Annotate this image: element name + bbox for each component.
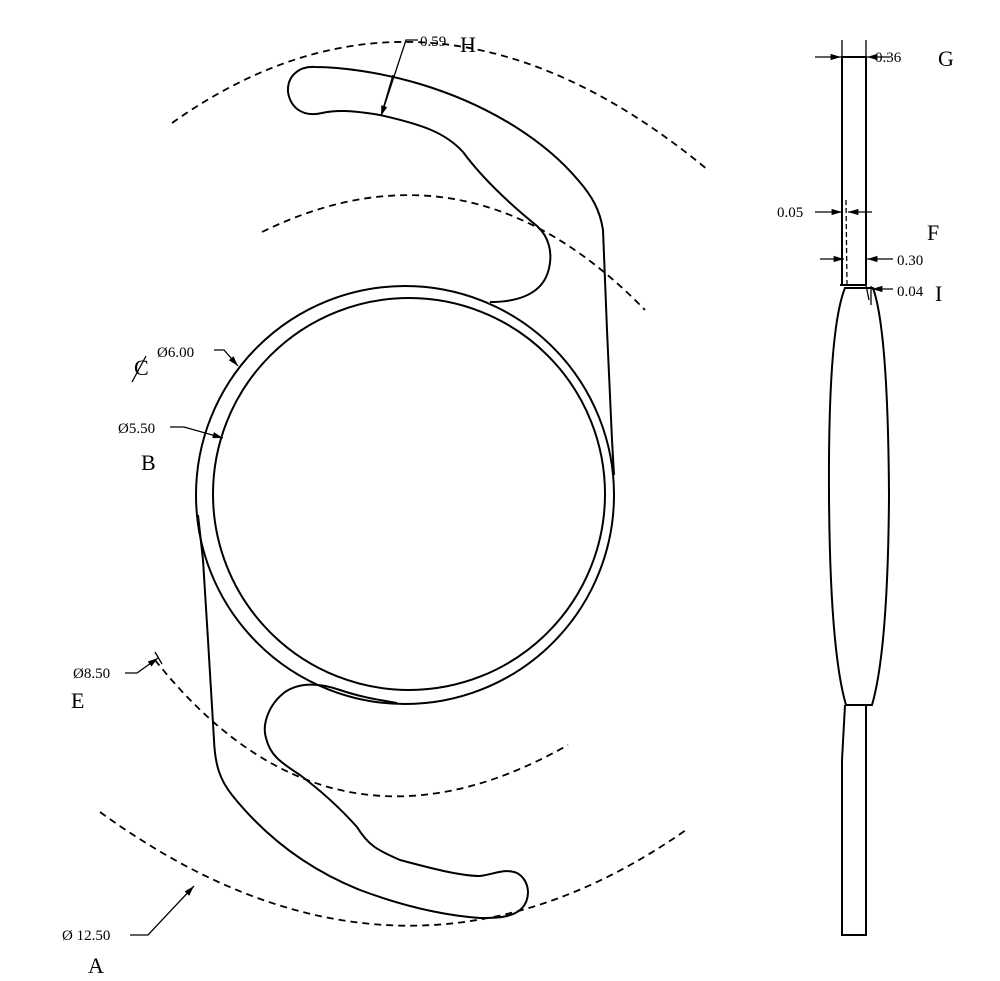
bottom-haptic bbox=[197, 514, 529, 920]
side-lower-haptic bbox=[841, 704, 867, 936]
dim-C-tick bbox=[131, 355, 147, 383]
dim-I-value: 0.04 bbox=[897, 284, 924, 300]
dim-A-letter: A bbox=[88, 953, 104, 978]
dim-E-leader bbox=[125, 657, 159, 674]
dim-F-value-top: 0.05 bbox=[777, 205, 803, 221]
dim-H-leader bbox=[380, 39, 418, 117]
dim-A-value: Ø 12.50 bbox=[62, 928, 110, 944]
dim-E-value: Ø8.50 bbox=[73, 666, 110, 682]
dim-C-value: Ø6.00 bbox=[157, 345, 194, 361]
dim-H-line bbox=[380, 74, 394, 117]
optic-inner-circle bbox=[212, 297, 606, 691]
diameter-8-50-arc-bottom bbox=[154, 659, 569, 798]
dim-H-letter: H bbox=[460, 32, 476, 57]
dim-E-letter: E bbox=[71, 688, 84, 713]
dim-G-value: 0.36 bbox=[875, 50, 902, 66]
side-optic-profile bbox=[827, 287, 891, 706]
dim-F-value-bottom: 0.30 bbox=[897, 253, 923, 269]
dim-A-leader bbox=[130, 885, 195, 936]
dim-I-letter: I bbox=[935, 281, 942, 306]
diameter-12-50-arc-bottom bbox=[99, 811, 687, 927]
dim-C-leader bbox=[214, 349, 239, 367]
side-taper-line bbox=[845, 199, 848, 286]
dim-B-value: Ø5.50 bbox=[118, 421, 155, 437]
side-step-lines bbox=[865, 284, 872, 305]
dim-C-letter: C bbox=[134, 355, 149, 380]
side-upper-haptic bbox=[841, 56, 867, 285]
dim-E-tick bbox=[154, 651, 163, 665]
dim-B-letter: B bbox=[141, 450, 156, 475]
dim-G-extension bbox=[841, 40, 867, 57]
dim-G-letter: G bbox=[938, 46, 954, 71]
top-haptic bbox=[286, 65, 615, 476]
dim-B-leader bbox=[170, 426, 224, 439]
diameter-8-50-arc-top bbox=[261, 194, 646, 311]
side-view bbox=[815, 40, 893, 936]
dim-F-letter: F bbox=[927, 220, 939, 245]
optic-outer-circle bbox=[195, 285, 615, 705]
dim-H-value: 0.59 bbox=[420, 34, 446, 50]
diameter-12-50-arc-top bbox=[171, 41, 709, 171]
